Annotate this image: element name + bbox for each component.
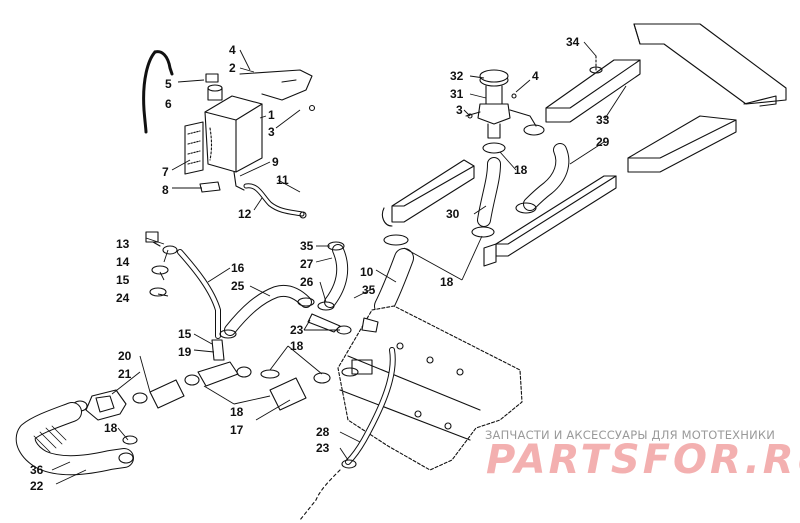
callout-11: 11 <box>276 173 289 187</box>
chassis-panel <box>337 305 523 471</box>
callout-31: 31 <box>450 87 464 101</box>
callout-3-thermostat: 3 <box>456 103 463 117</box>
callout-9: 9 <box>272 155 279 169</box>
callout-35: 35 <box>300 239 314 253</box>
callout-18-middle: 18 <box>290 339 304 353</box>
coolant-reservoir <box>204 84 263 173</box>
callout-23: 23 <box>290 323 304 337</box>
callout-27: 27 <box>300 257 314 271</box>
callout-36: 36 <box>30 463 44 477</box>
callout-28: 28 <box>316 425 330 439</box>
callout-8: 8 <box>162 183 169 197</box>
callout-30: 30 <box>446 207 460 221</box>
callout-16: 16 <box>231 261 245 275</box>
callout-6: 6 <box>165 97 172 111</box>
callout-18-left: 18 <box>104 421 118 435</box>
callout-4-thermostat: 4 <box>532 69 539 83</box>
callout-24: 24 <box>116 291 130 305</box>
callout-35-lower: 35 <box>362 283 376 297</box>
thermostat-housing <box>465 69 545 154</box>
callout-10: 10 <box>360 265 374 279</box>
callout-18-thermostat: 18 <box>514 163 528 177</box>
callout-25: 25 <box>231 279 245 293</box>
callout-29: 29 <box>596 135 610 149</box>
callout-20: 20 <box>118 349 132 363</box>
heat-exchanger-rails <box>545 23 787 173</box>
callout-7: 7 <box>162 165 169 179</box>
callout-4: 4 <box>229 43 236 57</box>
leader-lines <box>51 41 627 485</box>
callout-17: 17 <box>230 423 244 437</box>
callout-13: 13 <box>116 237 130 251</box>
callout-26: 26 <box>300 275 314 289</box>
callout-15-lower: 15 <box>178 327 192 341</box>
reservoir-label <box>184 121 204 175</box>
callout-labels: 1 2 3 4 5 6 7 8 9 10 11 12 13 14 15 16 1… <box>30 35 610 493</box>
callout-23-lower: 23 <box>316 441 330 455</box>
callout-19: 19 <box>178 345 192 359</box>
callout-22: 22 <box>30 479 44 493</box>
callout-34: 34 <box>566 35 580 49</box>
callout-12: 12 <box>238 207 252 221</box>
callout-15: 15 <box>116 273 130 287</box>
watermark-tagline: ЗАПЧАСТИ И АКСЕССУАРЫ ДЛЯ МОТОТЕХНИКИ <box>484 428 776 442</box>
callout-3: 3 <box>268 125 275 139</box>
callout-5: 5 <box>165 77 172 91</box>
callout-18: 18 <box>440 275 454 289</box>
callout-1: 1 <box>268 108 275 122</box>
watermark-logo: PARTSFOR.RU <box>486 437 800 483</box>
callout-33: 33 <box>596 113 610 127</box>
callout-18-lower: 18 <box>230 405 244 419</box>
callout-32: 32 <box>450 69 464 83</box>
callout-21: 21 <box>118 367 132 381</box>
callout-14: 14 <box>116 255 130 269</box>
callout-2: 2 <box>229 61 236 75</box>
